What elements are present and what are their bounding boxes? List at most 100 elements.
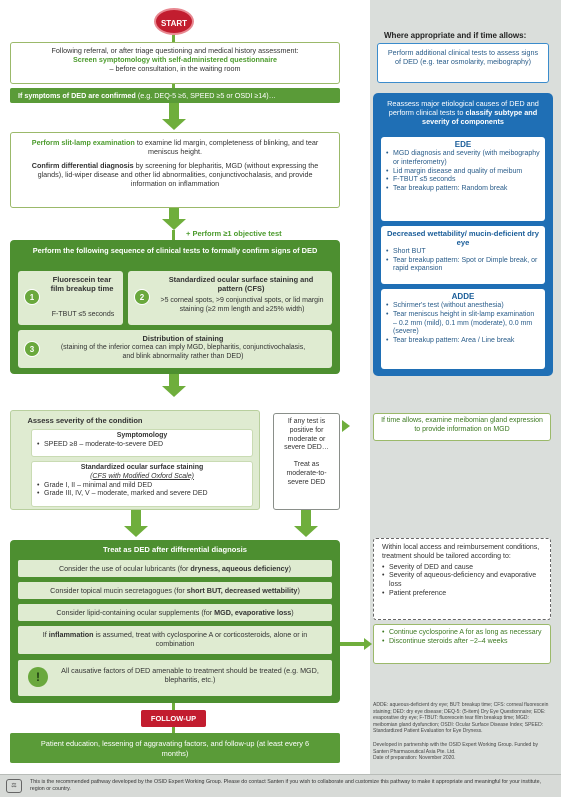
arrow-right-head [364,638,372,650]
lipid-option: Consider lipid-containing ocular supplem… [18,604,332,621]
staining-card: Standardized ocular surface staining (CF… [31,461,253,507]
footer-bar: ⚖ This is the recommended pathway develo… [0,774,561,797]
mucin-text: Consider topical mucin secretagogues (fo… [50,586,187,595]
exclamation-icon: ! [28,667,48,687]
ede-item: Lid margin disease and quality of meibum [386,168,540,177]
ede-card: EDE MGD diagnosis and severity (with mei… [381,137,545,221]
clinical-tests-panel: Perform the following sequence of clinic… [10,240,340,374]
staining-title: Standardized ocular surface staining [80,464,204,471]
treatment-panel: Treat as DED after differential diagnosi… [10,540,340,703]
mucin-option: Consider topical mucin secretagogues (fo… [18,582,332,599]
development-partnership: Developed in partnership with the OSID E… [373,742,538,755]
ede-item: Tear breakup pattern: Random break [386,185,540,194]
slit-lamp-detail: to examine lid margin, completeness of b… [134,138,319,156]
etiology-intro: Reassess major etiological causes of DED… [379,99,547,126]
mucin-close: ) [297,586,300,595]
abbreviations-text: ADDE: aqueous-deficient dry eye; BUT: br… [373,702,549,734]
development-note: Developed in partnership with the OSID E… [373,742,553,762]
cyclosporine-item: Continue cyclosporine A for as long as n… [382,629,542,638]
patient-education-bar: Patient education, lessening of aggravat… [10,733,340,763]
treatment-title: Treat as DED after differential diagnosi… [103,545,247,554]
test-2-detail: >5 corneal spots, >9 conjunctival spots,… [160,297,324,313]
symptoms-confirmed-bar: If symptoms of DED are confirmed (e.g. D… [10,88,340,103]
etiology-intro-text: Reassess major etiological causes of DED… [387,99,539,118]
follow-up-label: FOLLOW-UP [141,710,206,727]
inflammation-option: If inflammation is assumed, treat with c… [18,626,332,654]
lipid-close: ) [291,608,294,617]
severity-panel: Assess severity of the condition Symptom… [10,410,260,510]
symptomology-item: SPEED ≥8 – moderate-to-severe DED [37,441,247,450]
test-3-title: Distribution of staining [142,334,224,343]
local-access-item: Patient preference [382,590,542,599]
arrow-down [169,374,179,387]
development-date: Date of preparation: November 2020. [373,755,456,761]
arrow-right [340,642,365,646]
etiology-panel: Reassess major etiological causes of DED… [373,93,553,376]
positive-test-condition: If any test is positive for moderate or … [284,418,329,452]
local-access-intro: Within local access and reimbursement co… [382,544,540,560]
arrow-down [169,103,179,120]
additional-tests-box: Perform additional clinical tests to ass… [377,43,549,83]
meibomian-box: If time allows, examine meibomian gland … [373,413,551,441]
scale-icon: ⚖ [6,779,22,793]
symptomology-title: Symptomology [116,432,168,439]
lipid-text: Consider lipid-containing ocular supplem… [56,608,215,617]
inflammation-treatment: is assumed, treat with cyclosporine A or… [93,630,308,648]
arrow-down-head [162,386,186,397]
slit-lamp-label: Perform slit-lamp examination [31,138,135,147]
adde-item: Schirmer's test (without anesthesia) [386,302,540,311]
arrow-down-head [124,526,148,537]
test-2-card: 2 Standardized ocular surface staining a… [128,271,332,325]
lipid-indication: MGD, evaporative loss [214,608,292,617]
etiology-classify: classify subtype and severity of compone… [422,108,538,127]
symptomology-card: Symptomology SPEED ≥8 – moderate-to-seve… [31,429,253,457]
lubricants-option: Consider the use of ocular lubricants (f… [18,560,332,577]
screening-timing: – before consultation, in the waiting ro… [109,64,241,73]
right-column-header: Where appropriate and if time allows: [384,31,527,40]
arrow-down-head [162,219,186,230]
footer-text: This is the recommended pathway develope… [30,779,542,793]
connector-line [172,703,175,710]
local-access-box: Within local access and reimbursement co… [373,538,551,620]
start-node: START [154,8,194,35]
staining-scale: (CFS with Modified Oxford Scale) [90,472,194,480]
lubricants-indication: dryness, aqueous deficiency [190,564,289,573]
local-access-item: Severity of DED and cause [382,564,542,573]
differential-diagnosis-label: Confirm differential diagnosis [31,161,134,170]
cyclosporine-box: Continue cyclosporine A for as long as n… [373,624,551,664]
symptoms-confirmed-label: If symptoms of DED are confirmed [18,91,136,100]
causative-factors-text: All causative factors of DED amenable to… [61,666,319,684]
wettability-item: Short BUT [386,248,540,257]
test-3-card: 3 Distribution of staining (staining of … [18,330,332,368]
adde-title: ADDE [451,292,475,301]
inflammation-text: If [42,630,49,639]
test-1-detail: F-TBUT ≤5 seconds [51,311,115,318]
test-2-title: Standardized ocular surface staining and… [168,275,314,294]
mucin-indication: short BUT, decreased wettability [186,586,298,595]
inflammation-label: inflammation [48,630,94,639]
arrow-down-head [162,119,186,130]
arrow-down [169,208,179,220]
lubricants-close: ) [288,564,292,573]
step-number-2: 2 [134,289,150,305]
step-number-1: 1 [24,289,40,305]
local-access-item: Severity of aqueous-deficiency and evapo… [382,572,542,590]
test-3-detail: (staining of the inferior cornea can imp… [60,344,306,360]
positive-test-action: Treat as moderate-to-severe DED [286,461,327,486]
severity-title: Assess severity of the condition [27,416,143,425]
objective-test-label: + Perform ≥1 objective test [186,229,282,238]
adde-card: ADDE Schirmer's test (without anesthesia… [381,289,545,369]
adde-item: Tear breakup pattern: Area / Line break [386,337,540,346]
wettability-title: Decreased wettability/ mucin-deficient d… [387,229,539,248]
test-1-title: Fluorescein tear film breakup time [50,275,114,294]
cyclosporine-item: Discontinue steroids after ~2–4 weeks [382,638,542,647]
staining-item: Grade I, II – minimal and mild DED [37,482,247,491]
clinical-tests-title: Perform the following sequence of clinic… [32,246,318,255]
connector-line [172,84,175,88]
ede-item: MGD diagnosis and severity (with meibogr… [386,150,540,168]
arrow-down [131,510,141,527]
connector-line [172,727,175,733]
connector-line [172,35,175,43]
causative-factors-option: ! All causative factors of DED amenable … [18,660,332,696]
ede-item: F-TBUT ≤5 seconds [386,176,540,185]
